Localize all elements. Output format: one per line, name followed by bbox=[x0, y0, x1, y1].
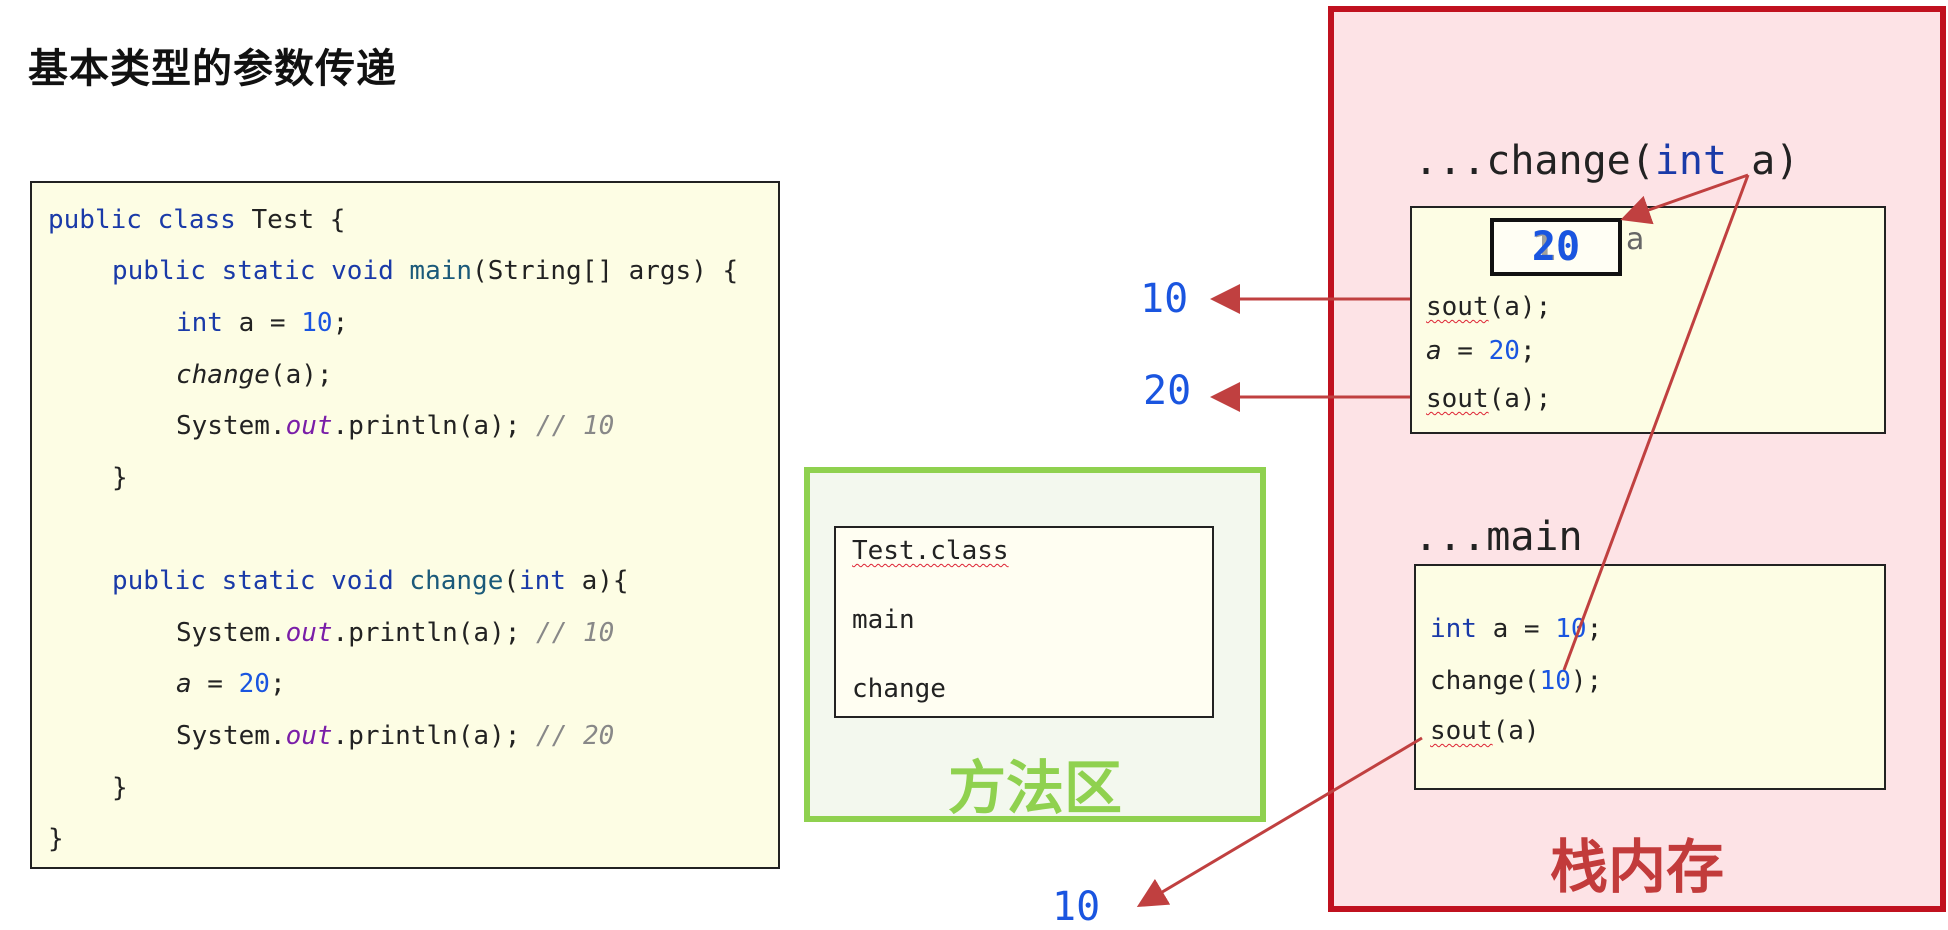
code-comment: // 10 bbox=[536, 411, 615, 441]
frame-code-keyword: int bbox=[1430, 614, 1477, 644]
code-method-name: main bbox=[409, 256, 473, 286]
main-frame-label: ...main bbox=[1414, 514, 1583, 560]
output-value-3: 10 bbox=[1052, 884, 1101, 930]
change-frame: 10 20 a sout(a); a = 20; sout(a); bbox=[1410, 206, 1886, 434]
code-number: 10 bbox=[301, 308, 333, 338]
class-name: Test.class bbox=[852, 536, 1009, 566]
code-line-9: a = 20; bbox=[176, 667, 286, 701]
frame-code-text: = bbox=[1441, 336, 1489, 366]
code-line-7: public static void change(int a){ bbox=[112, 564, 629, 598]
code-text: ; bbox=[269, 669, 286, 699]
code-method-call: change bbox=[176, 360, 270, 390]
frame-code-variable: a bbox=[1426, 336, 1442, 366]
code-line-1: public class Test { bbox=[48, 203, 345, 237]
frame-code-text: ); bbox=[1570, 666, 1603, 696]
main-frame-line-2: change(10); bbox=[1430, 666, 1602, 696]
method-item-change: change bbox=[852, 674, 946, 704]
main-frame-line-3: sout(a) bbox=[1430, 716, 1540, 746]
variable-box: 10 20 bbox=[1490, 218, 1622, 276]
code-keyword: public static void bbox=[112, 566, 394, 596]
main-frame: int a = 10; change(10); sout(a) bbox=[1414, 564, 1886, 790]
frame-code-text: ; bbox=[1519, 336, 1536, 366]
code-keyword: int bbox=[176, 308, 223, 338]
code-comment: // 20 bbox=[536, 721, 615, 751]
frame-code-text: (a); bbox=[1488, 384, 1552, 414]
code-line-12: } bbox=[48, 824, 64, 854]
stack-memory-label: 栈内存 bbox=[1549, 833, 1724, 901]
page-title: 基本类型的参数传递 bbox=[28, 46, 397, 92]
change-frame-line-1: sout(a); bbox=[1426, 292, 1551, 322]
code-text: ( bbox=[503, 566, 519, 596]
code-text: .println(a); bbox=[332, 411, 537, 441]
output-value-1: 10 bbox=[1140, 276, 1189, 322]
output-value-2: 20 bbox=[1143, 368, 1192, 414]
method-item-main: main bbox=[852, 605, 915, 635]
code-number: 20 bbox=[238, 669, 270, 699]
code-text: .println(a); bbox=[332, 721, 537, 751]
code-line-10: System.out.println(a); // 20 bbox=[176, 719, 614, 753]
code-line-4: change(a); bbox=[176, 358, 333, 392]
code-text: System. bbox=[176, 721, 286, 751]
code-line-2: public static void main(String[] args) { bbox=[112, 254, 738, 288]
code-line-8: System.out.println(a); // 10 bbox=[176, 616, 614, 650]
variable-new-value: 20 bbox=[1531, 224, 1581, 270]
code-text: = bbox=[191, 669, 239, 699]
code-text: .println(a); bbox=[332, 618, 537, 648]
frame-code-text: a = bbox=[1476, 614, 1556, 644]
code-keyword: public static void bbox=[112, 256, 394, 286]
frame-label-text: ...change( bbox=[1414, 138, 1655, 184]
code-text: a = bbox=[222, 308, 302, 338]
code-variable: a bbox=[176, 669, 192, 699]
code-method-name: change bbox=[409, 566, 504, 596]
frame-code-call: sout bbox=[1426, 292, 1489, 322]
change-frame-label: ...change(int a) bbox=[1414, 138, 1799, 184]
code-text: ; bbox=[332, 308, 349, 338]
method-area: Test.class main change 方法区 bbox=[804, 467, 1266, 822]
code-panel: public class Test { public static void m… bbox=[30, 181, 780, 869]
change-frame-line-3: sout(a); bbox=[1426, 384, 1551, 414]
method-area-label: 方法区 bbox=[947, 754, 1122, 822]
frame-label-text: a) bbox=[1727, 138, 1800, 184]
variable-name: a bbox=[1626, 222, 1645, 257]
frame-code-number: 20 bbox=[1488, 336, 1520, 366]
code-line-6: } bbox=[112, 463, 128, 493]
code-text: (a); bbox=[269, 360, 333, 390]
frame-code-call: sout bbox=[1430, 716, 1493, 746]
frame-code-number: 10 bbox=[1555, 614, 1587, 644]
code-line-5: System.out.println(a); // 10 bbox=[176, 409, 614, 443]
code-comment: // 10 bbox=[536, 618, 615, 648]
code-keyword: int bbox=[519, 566, 566, 596]
frame-label-keyword: int bbox=[1654, 138, 1728, 184]
code-text: System. bbox=[176, 618, 286, 648]
frame-code-text: change( bbox=[1430, 666, 1540, 696]
code-text: Test { bbox=[235, 205, 346, 235]
stack-memory: ...change(int a) 10 20 a sout(a); a = 20… bbox=[1328, 6, 1946, 912]
frame-code-number: 10 bbox=[1539, 666, 1571, 696]
code-keyword: public class bbox=[48, 205, 236, 235]
code-text: System. bbox=[176, 411, 286, 441]
frame-code-text: (a) bbox=[1492, 716, 1540, 746]
code-line-3: int a = 10; bbox=[176, 306, 348, 340]
frame-code-text: (a); bbox=[1488, 292, 1552, 322]
code-text: a){ bbox=[565, 566, 629, 596]
code-field: out bbox=[285, 411, 333, 441]
code-field: out bbox=[285, 721, 333, 751]
change-frame-line-2: a = 20; bbox=[1426, 336, 1536, 366]
code-line-11: } bbox=[112, 773, 128, 803]
main-frame-line-1: int a = 10; bbox=[1430, 614, 1602, 644]
frame-code-text: ; bbox=[1586, 614, 1603, 644]
frame-code-call: sout bbox=[1426, 384, 1489, 414]
code-text: (String[] args) { bbox=[472, 256, 739, 286]
code-field: out bbox=[285, 618, 333, 648]
class-box: Test.class main change bbox=[834, 526, 1214, 718]
